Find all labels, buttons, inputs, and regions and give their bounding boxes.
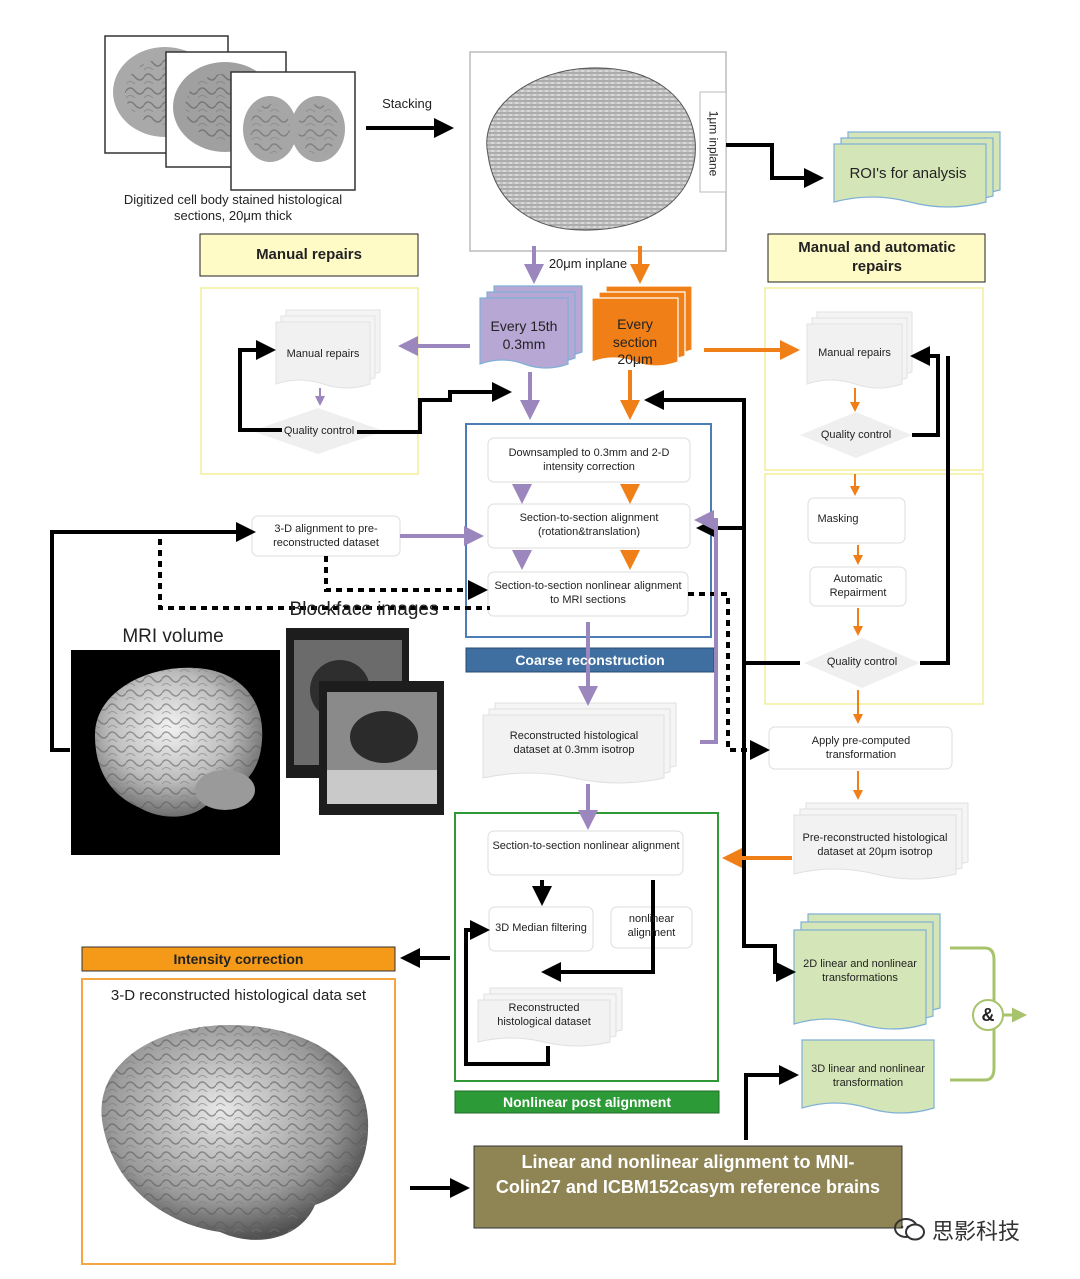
every-15th-label: Every 15th 0.3mm: [490, 318, 558, 352]
roi-label: ROI's for analysis: [849, 165, 967, 182]
dataset-3d-label: 3-D reconstructed histological data set: [110, 987, 367, 1004]
section-nonlinear-box: [487, 830, 684, 876]
coarse-reconstruction-title: Coarse reconstruction: [515, 652, 665, 668]
transform-3d-label: 3D linear and nonlinear transformation: [811, 1063, 925, 1089]
left-manual-repairs-label: Manual repairs: [286, 348, 360, 360]
left-repairs-panel: [200, 287, 419, 475]
manual-automatic-repairs-header: Manual and automatic repairs: [798, 239, 956, 275]
left-manual-repairs-doc: [275, 309, 381, 389]
histology-section-images: [104, 35, 356, 191]
input-caption: Digitized cell body stained histological…: [123, 192, 343, 224]
reconstructed-03-doc: [482, 702, 677, 784]
reconstructed-label: Reconstructed histological dataset: [497, 1002, 591, 1028]
reconstructed-doc: [477, 987, 623, 1047]
intensity-correction-label: Intensity correction: [173, 951, 304, 967]
section-alignment-label: Section-to-section alignment (rotation&t…: [519, 512, 659, 538]
nonlinear-alignment-label: nonlinear alignment: [627, 913, 676, 939]
right-quality-control-label: Quality control: [820, 429, 892, 441]
left-quality-control-diamond: [252, 408, 384, 454]
transform-2d-stack: [793, 913, 941, 1030]
orange-arrows: [620, 246, 863, 868]
nonlinear-post-alignment-title-bar: [454, 1090, 720, 1114]
right-quality-control-2-label: Quality control: [826, 656, 898, 668]
inplane-1um-label: 1μm inplane: [706, 110, 721, 177]
right-repairs-panel: [764, 287, 984, 471]
manual-repairs-header-box: [199, 233, 419, 277]
every-15th-stack: [479, 285, 583, 369]
ampersand-label: &: [981, 1005, 995, 1025]
section-alignment-box: [487, 503, 691, 549]
manual-repairs-header: Manual repairs: [256, 246, 362, 263]
automatic-repairment-label: Automatic Repairment: [829, 573, 887, 599]
black-arrows: [50, 118, 950, 1198]
median-filtering-label: 3D Median filtering: [495, 922, 587, 934]
watermark-text: 思影科技: [932, 1220, 1021, 1245]
final-alignment-box: [473, 1145, 903, 1229]
apply-transformation-label: Apply pre-computed transformation: [811, 735, 911, 761]
right-manual-repairs-label: Manual repairs: [818, 347, 891, 359]
ampersand-merge: [950, 946, 1027, 1082]
purple-arrows: [315, 246, 718, 830]
left-quality-control-label: Quality control: [283, 425, 355, 437]
every-section-stack: [591, 285, 693, 367]
blockface-label: Blockface images: [289, 599, 439, 620]
nonlinear-post-alignment-title: Nonlinear post alignment: [502, 1094, 671, 1110]
prereconstructed-doc: [793, 802, 969, 880]
downsampled-box: [487, 437, 691, 483]
mri-volume-label: MRI volume: [122, 626, 224, 647]
section-nonlinear-label: Section-to-section nonlinear alignment: [492, 840, 680, 852]
automatic-repairment-box: [809, 566, 907, 607]
watermark: 思影科技: [894, 1214, 1020, 1246]
nonlinear-mri-label: Section-to-section nonlinear alignment t…: [494, 580, 682, 606]
roi-stack: [833, 131, 1001, 208]
right-automatic-panel: [764, 473, 984, 705]
right-quality-control-diamond: [800, 412, 912, 458]
right-quality-control-2-diamond: [804, 638, 920, 688]
transform-3d-doc: [801, 1039, 935, 1114]
manual-automatic-repairs-header-box: [767, 233, 986, 283]
dotted-arrows: [158, 530, 770, 760]
final-alignment-label: Linear and nonlinear alignment to MNI-Co…: [495, 1152, 881, 1198]
chat-bubbles-icon: [894, 1217, 926, 1243]
reconstructed-brain-image: [101, 1025, 369, 1240]
right-manual-repairs-doc: [806, 311, 913, 389]
every-section-label: Every section 20μm: [612, 316, 658, 367]
downsampled-label: Downsampled to 0.3mm and 2-D intensity c…: [508, 447, 670, 473]
masking-label: Masking: [817, 513, 859, 525]
stacked-volume-image: [469, 51, 727, 252]
alignment-3d-label: 3-D alignment to pre-reconstructed datas…: [273, 523, 379, 549]
masking-box: [807, 497, 906, 544]
transform-2d-label: 2D linear and nonlinear transformations: [803, 958, 917, 984]
blockface-image-2: [319, 681, 444, 815]
stacking-label: Stacking: [382, 96, 432, 111]
mri-volume-image: [71, 650, 280, 855]
reconstructed-03-label: Reconstructed histological dataset at 0.…: [509, 730, 639, 756]
intensity-correction-bar: [81, 946, 396, 972]
prereconstructed-label: Pre-reconstructed histological dataset a…: [802, 832, 948, 858]
inplane-20um-label: 20μm inplane: [548, 256, 628, 271]
